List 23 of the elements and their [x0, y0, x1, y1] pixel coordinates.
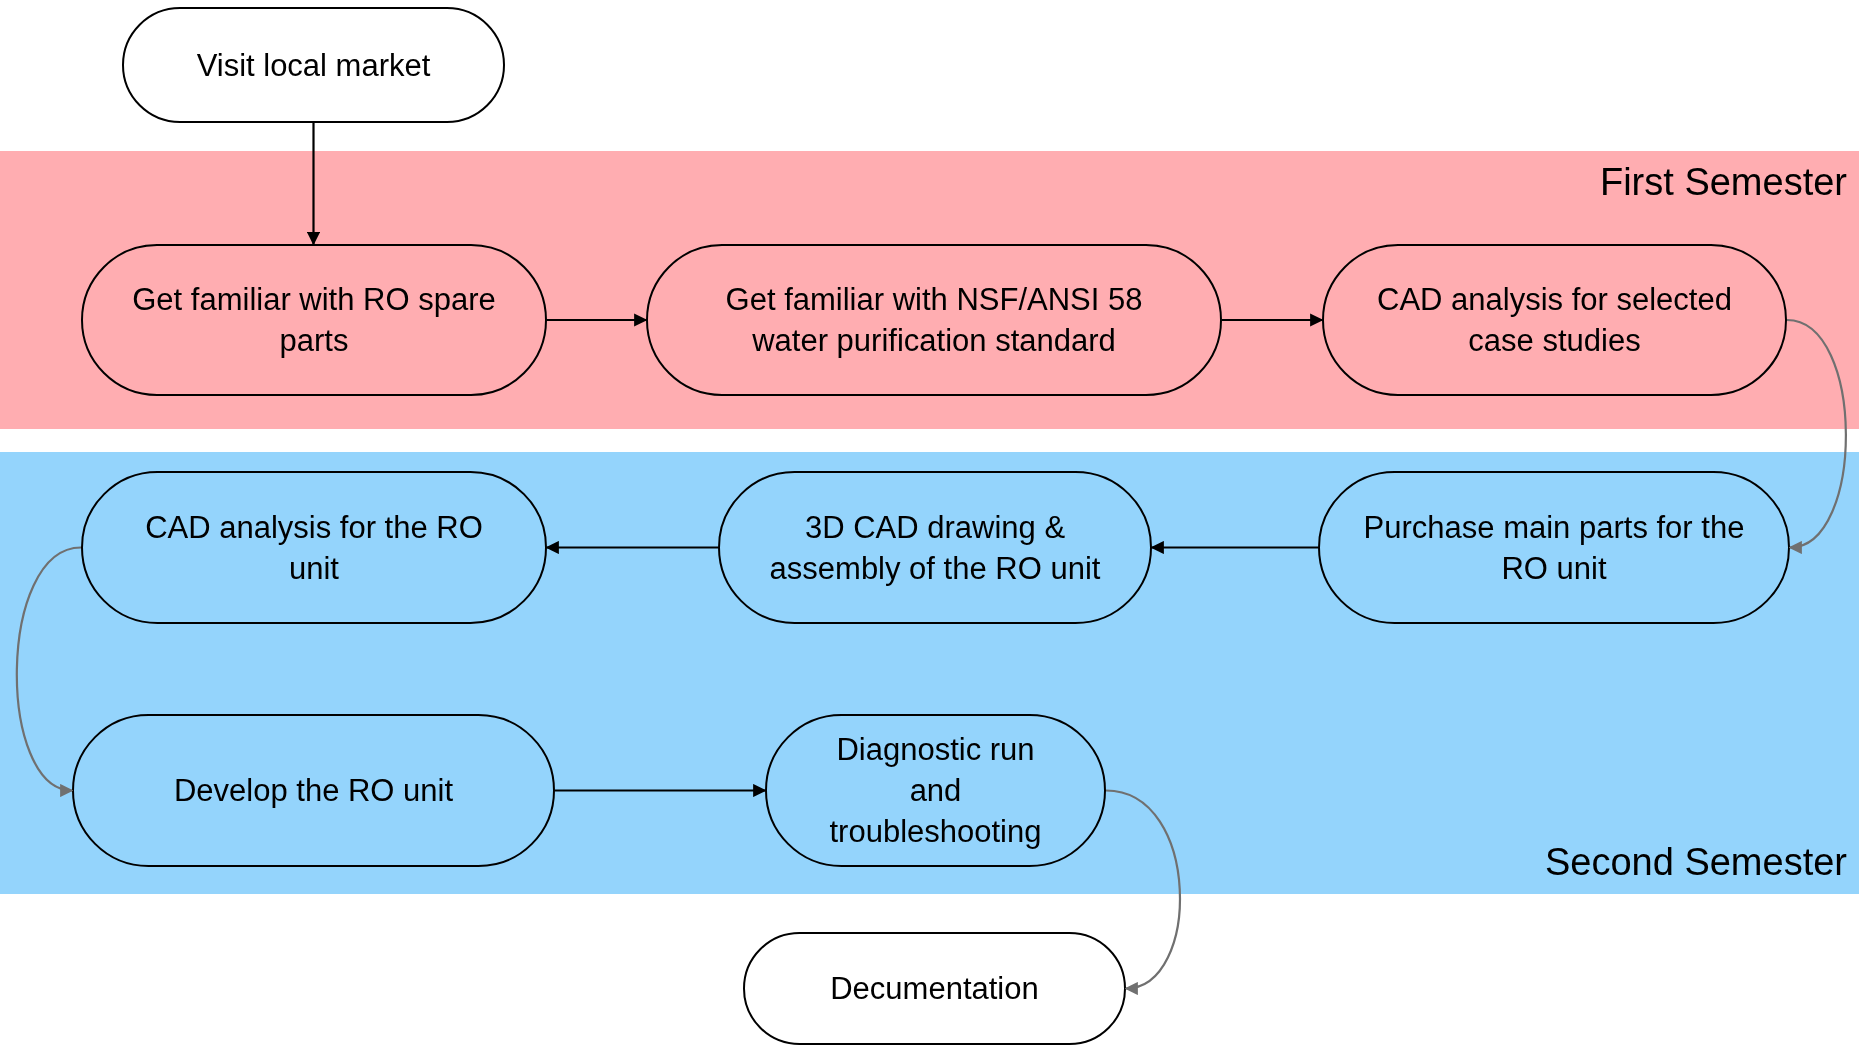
arrow	[15, 546, 82, 794]
node-text: CAD analysis for selected case studies	[1376, 281, 1733, 360]
node-text: Get familiar with NSF/ANSI 58 water purification standard	[724, 281, 1144, 360]
arrow	[1150, 540, 1318, 555]
arrow	[1105, 789, 1181, 993]
node-text: Decumentation	[830, 970, 1039, 1008]
node-text: 3D CAD drawing & assembly of the RO unit	[768, 508, 1102, 588]
semester-band	[0, 452, 1859, 894]
node-text: CAD analysis for the RO unit	[144, 508, 484, 588]
node-text: Get familiar with RO spare parts	[131, 281, 497, 360]
semester-band	[0, 151, 1859, 429]
node-text: Diagnostic run and troubleshooting	[828, 731, 1043, 851]
node-text: Visit local market	[196, 46, 431, 85]
node-text: Purchase main parts for the RO unit	[1362, 508, 1746, 588]
arrow	[555, 783, 767, 798]
arrow	[1786, 318, 1847, 551]
node-text: Develop the RO unit	[173, 772, 454, 810]
band-title: First Semester	[1599, 161, 1847, 204]
arrow	[547, 313, 648, 327]
arrow	[545, 540, 718, 555]
arrow	[306, 123, 321, 246]
band-title: Second Semester	[1544, 841, 1847, 884]
arrow	[1222, 313, 1324, 327]
